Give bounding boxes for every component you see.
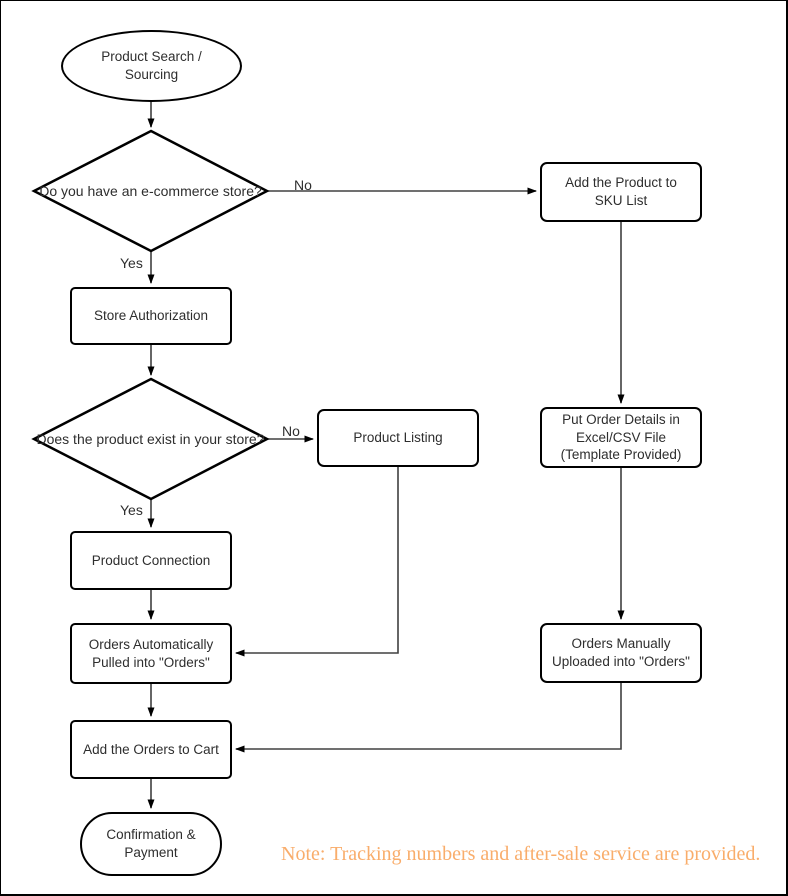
node-add-product-sku-label: Add the Product to SKU List [565, 175, 677, 208]
node-product-listing: Product Listing [317, 409, 479, 467]
edge-label-no-top: No [294, 177, 312, 193]
node-add-product-sku: Add the Product to SKU List [540, 162, 702, 222]
node-store-authorization: Store Authorization [70, 287, 232, 345]
connector-listing-to-ordersauto [235, 467, 399, 657]
node-put-order-details: Put Order Details in Excel/CSV File (Tem… [540, 407, 702, 468]
node-product-connection-label: Product Connection [91, 552, 211, 568]
node-end-terminator-label: Confirmation & Payment [106, 827, 196, 860]
node-add-orders-cart-label: Add the Orders to Cart [83, 741, 219, 757]
node-start-label: Product Search / Sourcing [101, 49, 202, 82]
node-orders-manually-uploaded-label: Orders Manually Uploaded into "Orders" [552, 636, 690, 669]
node-product-connection: Product Connection [70, 531, 232, 590]
decision-has-store-shape [31, 129, 270, 253]
decision-has-store-label: Do you have an e-commerce store? [39, 183, 262, 199]
node-orders-auto-pulled-label: Orders Automatically Pulled into "Orders… [88, 636, 214, 670]
node-orders-manually-uploaded: Orders Manually Uploaded into "Orders" [540, 623, 702, 683]
decision-product-exists-shape [31, 377, 270, 501]
node-product-listing-label: Product Listing [353, 430, 443, 446]
node-end-terminator: Confirmation & Payment [80, 812, 222, 876]
decision-product-exists-label: Does the product exist in your store? [36, 431, 265, 447]
connector-ordersmanual-to-addcart [235, 683, 622, 753]
node-add-orders-cart: Add the Orders to Cart [70, 720, 232, 779]
node-store-authorization-label: Store Authorization [93, 308, 209, 324]
node-start-terminator: Product Search / Sourcing [61, 30, 242, 102]
edge-label-yes-mid: Yes [120, 502, 143, 518]
tracking-note: Note: Tracking numbers and after-sale se… [281, 843, 761, 865]
node-put-order-details-label: Put Order Details in Excel/CSV File (Tem… [560, 411, 682, 463]
edge-label-yes-top: Yes [120, 255, 143, 271]
node-orders-auto-pulled: Orders Automatically Pulled into "Orders… [70, 623, 232, 684]
edge-label-no-mid: No [282, 423, 300, 439]
